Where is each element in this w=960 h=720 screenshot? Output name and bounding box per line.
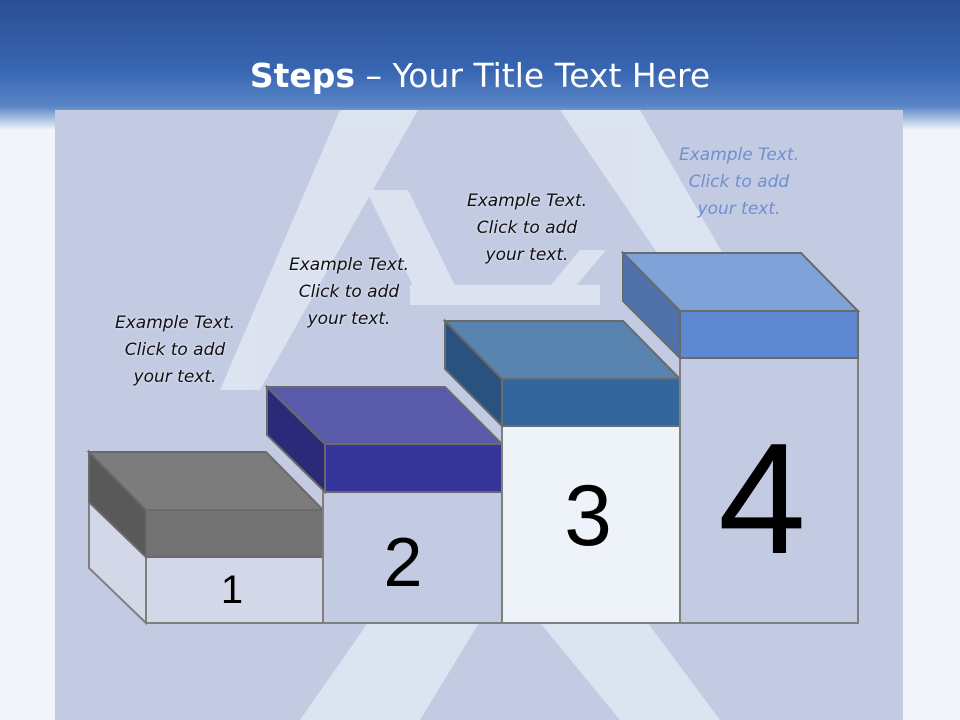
step-3-text[interactable]: Example Text. Click to add your text. bbox=[466, 191, 588, 265]
step-2-text[interactable]: Example Text. Click to add your text. bbox=[288, 255, 410, 329]
step-1-number: 1 bbox=[220, 568, 244, 612]
step-1-front-face bbox=[145, 509, 324, 558]
step-4-text[interactable]: Example Text. Click to add your text. bbox=[678, 145, 800, 219]
step-1-block[interactable] bbox=[86, 449, 326, 626]
step-2-front-face bbox=[324, 443, 503, 493]
slide-title[interactable]: Steps – Your Title Text Here bbox=[0, 54, 960, 98]
step-4-number: 4 bbox=[718, 411, 806, 587]
step-2-block[interactable] bbox=[264, 384, 505, 624]
step-3-number: 3 bbox=[564, 468, 612, 564]
step-3-front-face bbox=[501, 378, 681, 427]
step-1-text[interactable]: Example Text. Click to add your text. bbox=[114, 313, 236, 387]
step-2-number: 2 bbox=[383, 523, 423, 601]
step-3-block[interactable] bbox=[442, 318, 683, 624]
title-rest: – Your Title Text Here bbox=[355, 56, 711, 95]
step-4-front-face bbox=[679, 310, 859, 359]
step-4-block[interactable] bbox=[620, 250, 861, 624]
title-bar bbox=[0, 0, 960, 130]
title-strong: Steps bbox=[249, 56, 356, 95]
